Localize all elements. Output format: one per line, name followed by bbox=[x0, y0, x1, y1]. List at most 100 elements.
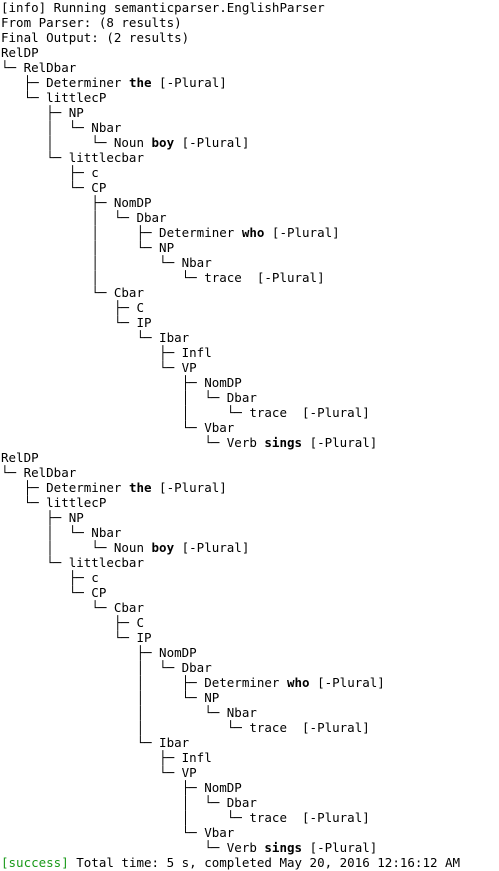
terminal-line: ├─ Infl bbox=[1, 345, 499, 360]
line-text: [-Plural] bbox=[174, 540, 250, 555]
line-text: ├─ Determiner bbox=[1, 480, 129, 495]
line-text: │ └─ NP bbox=[1, 690, 220, 705]
line-text: └─ littlecP bbox=[1, 495, 107, 510]
line-text: [-Plural] bbox=[302, 435, 378, 450]
terminal-line: │ └─ Nbar bbox=[1, 120, 499, 135]
terminal-line: └─ Verb sings [-Plural] bbox=[1, 840, 499, 855]
line-text: └─ Ibar bbox=[1, 330, 190, 345]
line-text: [info] Running semanticparser.EnglishPar… bbox=[1, 0, 325, 15]
lexical-item: sings bbox=[264, 840, 303, 855]
line-text: │ └─ Noun bbox=[1, 135, 152, 150]
terminal-line: [success] Total time: 5 s, completed May… bbox=[1, 855, 499, 870]
terminal-line: ├─ c bbox=[1, 570, 499, 585]
terminal-line: RelDP bbox=[1, 450, 499, 465]
terminal-line: │ └─ Dbar bbox=[1, 795, 499, 810]
terminal-line: From Parser: (8 results) bbox=[1, 15, 499, 30]
terminal-line: ├─ c bbox=[1, 165, 499, 180]
terminal-line: │ └─ Dbar bbox=[1, 210, 499, 225]
lexical-item: sings bbox=[264, 435, 303, 450]
line-text: Total time: 5 s, completed May 20, 2016 … bbox=[68, 855, 461, 870]
line-text: Final Output: (2 results) bbox=[1, 30, 190, 45]
line-text: [-Plural] bbox=[151, 75, 227, 90]
line-text: ├─ NomDP bbox=[1, 645, 197, 660]
line-text: │ └─ trace [-Plural] bbox=[1, 720, 370, 735]
line-text: └─ Vbar bbox=[1, 420, 235, 435]
line-text: │ └─ Dbar bbox=[1, 210, 167, 225]
line-text: RelDP bbox=[1, 45, 39, 60]
terminal-line: │ └─ trace [-Plural] bbox=[1, 270, 499, 285]
terminal-line: └─ Vbar bbox=[1, 420, 499, 435]
line-text: └─ VP bbox=[1, 360, 197, 375]
terminal-line: ├─ NP bbox=[1, 510, 499, 525]
terminal-line: └─ Cbar bbox=[1, 285, 499, 300]
lexical-item: boy bbox=[151, 135, 175, 150]
line-text: │ └─ Dbar bbox=[1, 795, 257, 810]
terminal-line: └─ littlecP bbox=[1, 90, 499, 105]
line-text: │ └─ NP bbox=[1, 240, 175, 255]
terminal-line: ├─ C bbox=[1, 300, 499, 315]
terminal-line: └─ RelDbar bbox=[1, 465, 499, 480]
line-text: ├─ C bbox=[1, 300, 144, 315]
line-text: └─ CP bbox=[1, 180, 107, 195]
terminal-line: ├─ C bbox=[1, 615, 499, 630]
terminal-line: │ └─ NP bbox=[1, 240, 499, 255]
line-text: └─ RelDbar bbox=[1, 465, 77, 480]
line-text: │ └─ trace [-Plural] bbox=[1, 405, 370, 420]
line-text: ├─ NomDP bbox=[1, 780, 242, 795]
line-text: └─ Cbar bbox=[1, 285, 144, 300]
terminal-line: │ ├─ Determiner who [-Plural] bbox=[1, 675, 499, 690]
lexical-item: the bbox=[128, 75, 152, 90]
terminal-line: ├─ NomDP bbox=[1, 195, 499, 210]
success-tag: [success] bbox=[1, 855, 69, 870]
line-text: │ └─ Nbar bbox=[1, 705, 257, 720]
terminal-line: │ └─ Nbar bbox=[1, 525, 499, 540]
line-text: [-Plural] bbox=[174, 135, 250, 150]
terminal-line: └─ Ibar bbox=[1, 330, 499, 345]
terminal-line: └─ RelDbar bbox=[1, 60, 499, 75]
line-text: │ └─ Nbar bbox=[1, 255, 212, 270]
lexical-item: boy bbox=[151, 540, 175, 555]
terminal-line: ├─ NomDP bbox=[1, 780, 499, 795]
terminal-line: └─ littlecbar bbox=[1, 150, 499, 165]
terminal-line: │ └─ trace [-Plural] bbox=[1, 405, 499, 420]
terminal-line: ├─ Determiner the [-Plural] bbox=[1, 75, 499, 90]
line-text: │ └─ Dbar bbox=[1, 660, 212, 675]
terminal-line: ├─ NomDP bbox=[1, 645, 499, 660]
line-text: └─ Vbar bbox=[1, 825, 235, 840]
line-text: └─ IP bbox=[1, 315, 152, 330]
terminal-line: Final Output: (2 results) bbox=[1, 30, 499, 45]
terminal-line: └─ CP bbox=[1, 585, 499, 600]
line-text: │ ├─ Determiner bbox=[1, 675, 287, 690]
terminal-line: └─ littlecbar bbox=[1, 555, 499, 570]
line-text: ├─ Determiner bbox=[1, 75, 129, 90]
line-text: └─ littlecbar bbox=[1, 555, 144, 570]
line-text: └─ Verb bbox=[1, 435, 265, 450]
line-text: │ └─ trace [-Plural] bbox=[1, 810, 370, 825]
line-text: └─ IP bbox=[1, 630, 152, 645]
terminal-line: └─ VP bbox=[1, 360, 499, 375]
line-text: RelDP bbox=[1, 450, 39, 465]
line-text: ├─ NomDP bbox=[1, 195, 152, 210]
line-text: └─ Cbar bbox=[1, 600, 144, 615]
terminal-line: └─ IP bbox=[1, 315, 499, 330]
terminal-line: │ └─ Nbar bbox=[1, 705, 499, 720]
terminal-line: │ └─ Noun boy [-Plural] bbox=[1, 540, 499, 555]
line-text: └─ littlecP bbox=[1, 90, 107, 105]
terminal-line: ├─ NP bbox=[1, 105, 499, 120]
lexical-item: the bbox=[128, 480, 152, 495]
line-text: │ └─ trace [-Plural] bbox=[1, 270, 325, 285]
terminal-line: └─ Ibar bbox=[1, 735, 499, 750]
terminal-line: └─ Vbar bbox=[1, 825, 499, 840]
line-text: ├─ C bbox=[1, 615, 144, 630]
terminal-line: │ └─ Dbar bbox=[1, 390, 499, 405]
terminal-line: │ └─ Nbar bbox=[1, 255, 499, 270]
line-text: [-Plural] bbox=[302, 840, 378, 855]
line-text: └─ VP bbox=[1, 765, 197, 780]
line-text: │ ├─ Determiner bbox=[1, 225, 242, 240]
terminal-line: └─ Cbar bbox=[1, 600, 499, 615]
terminal-line: │ ├─ Determiner who [-Plural] bbox=[1, 225, 499, 240]
terminal-line: RelDP bbox=[1, 45, 499, 60]
terminal-line: │ └─ NP bbox=[1, 690, 499, 705]
lexical-item: who bbox=[241, 225, 265, 240]
